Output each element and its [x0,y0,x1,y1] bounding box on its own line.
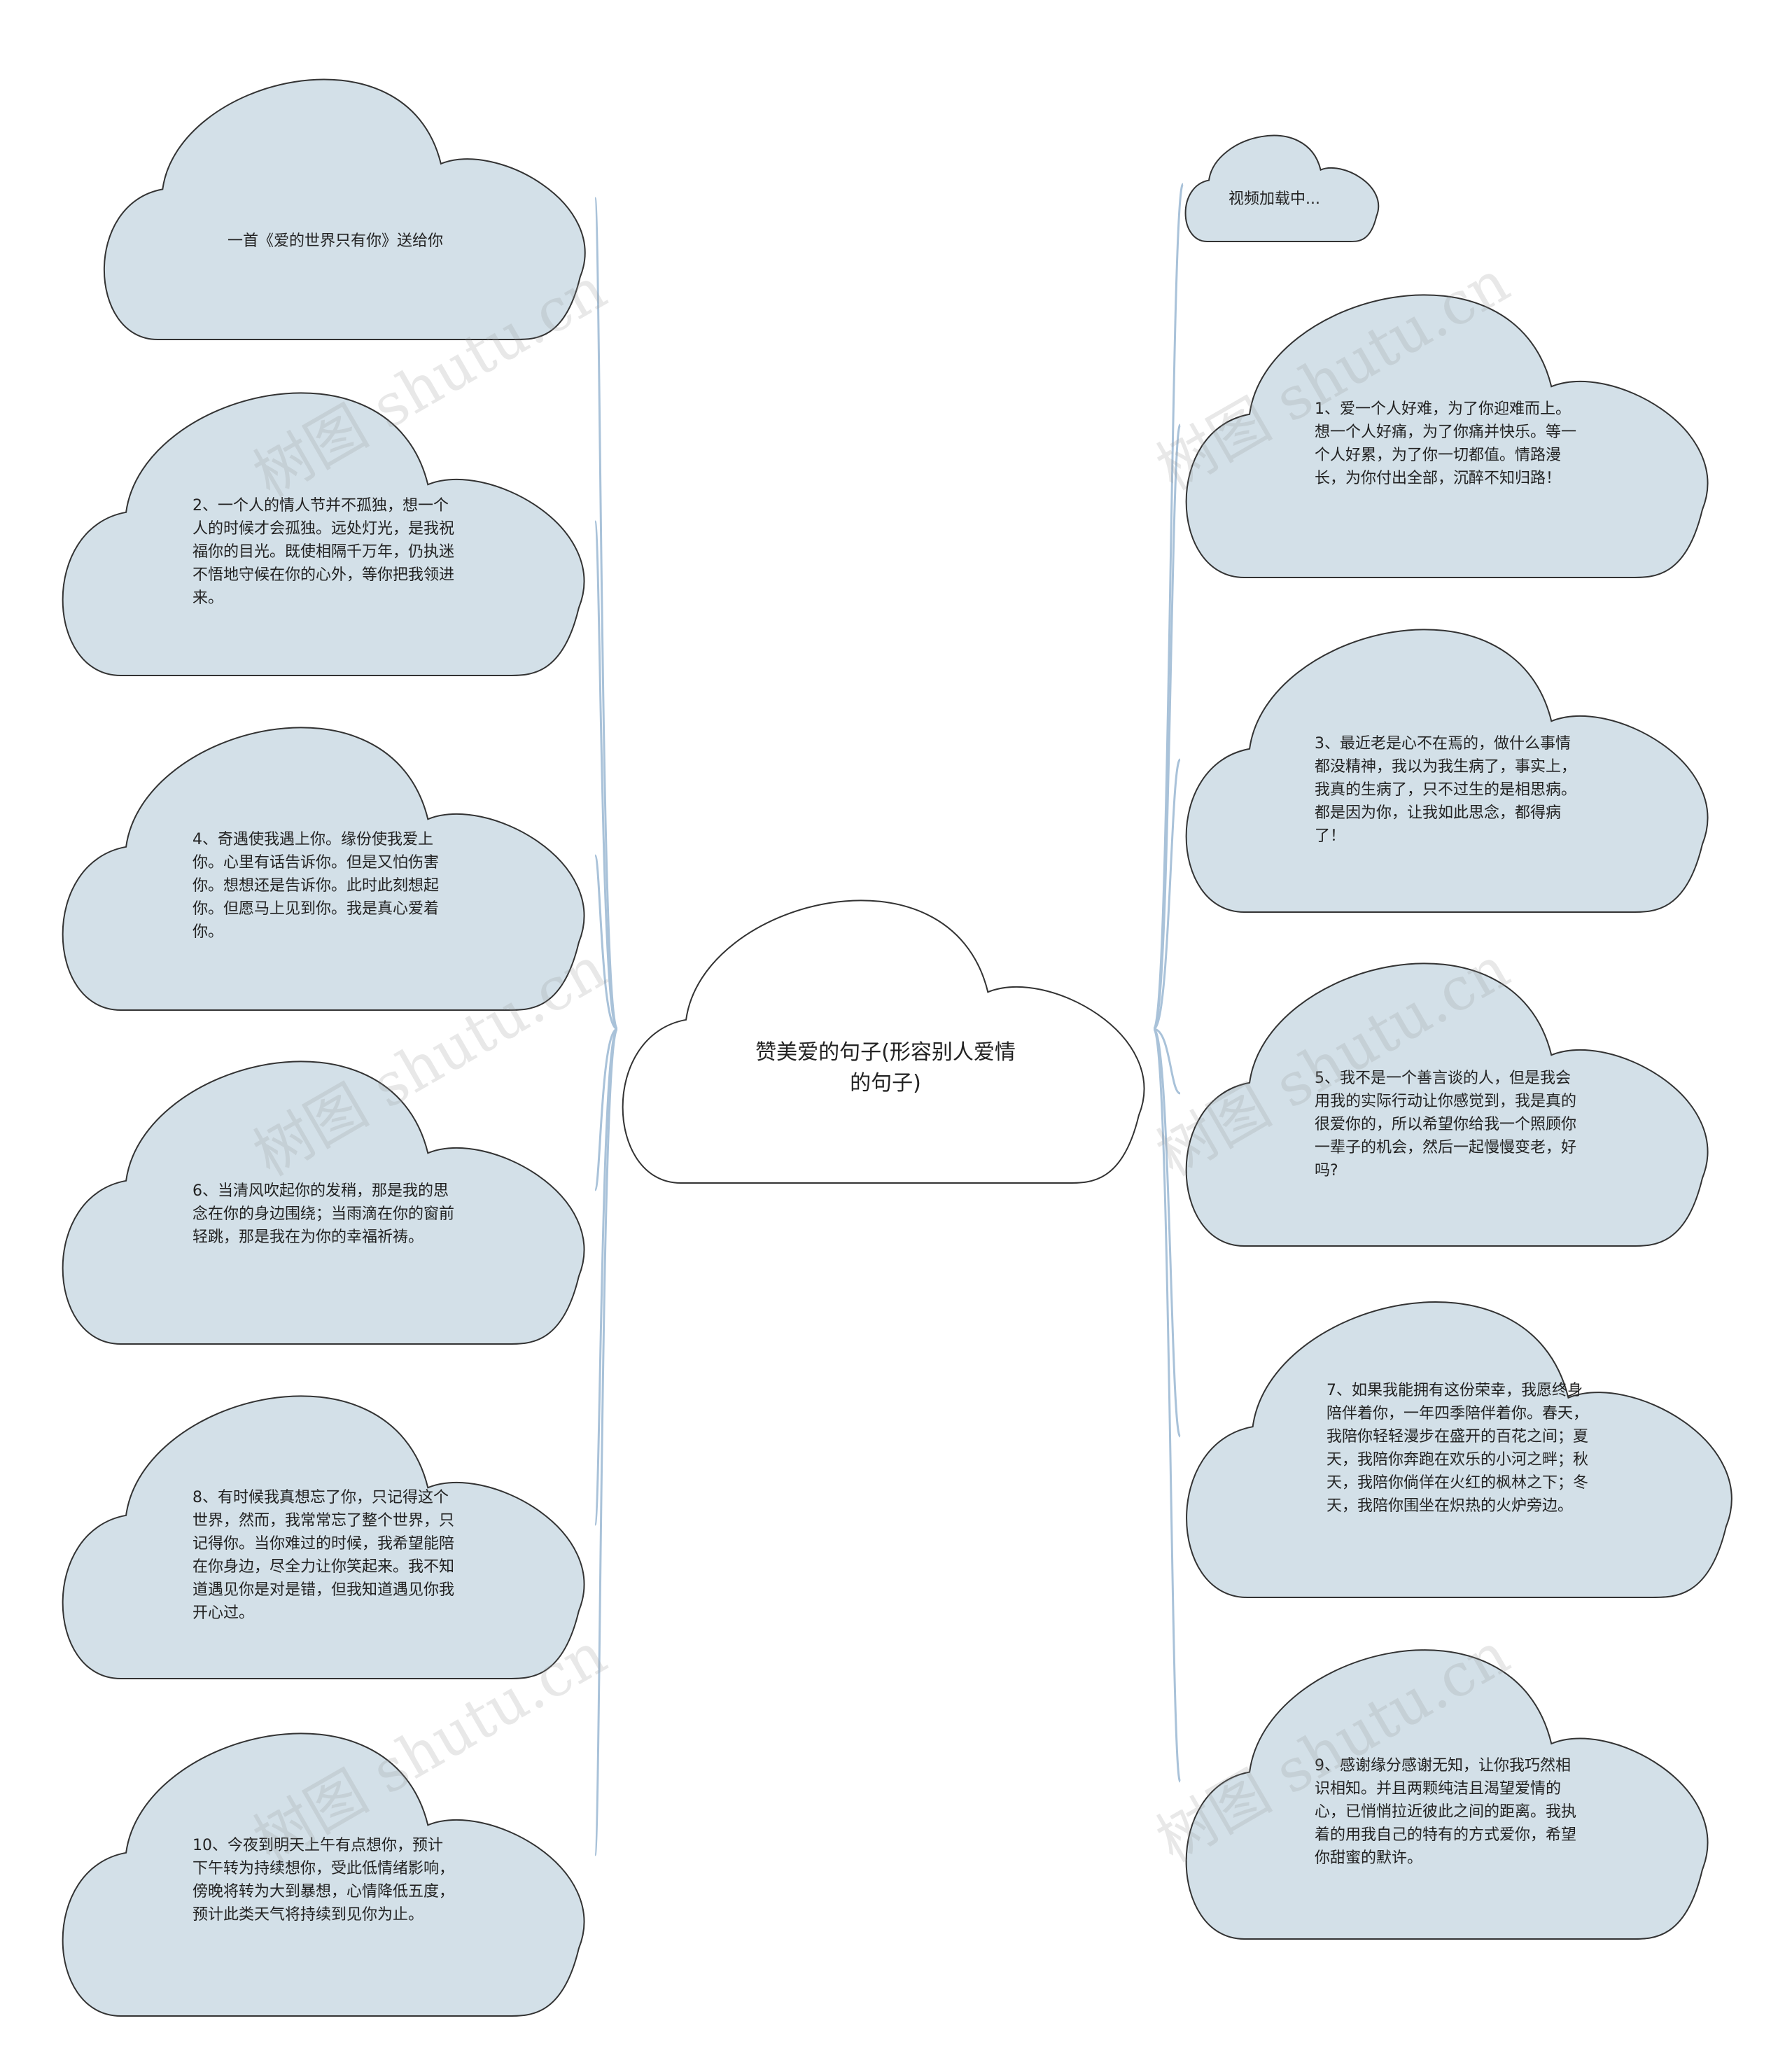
left-node-3-text[interactable]: 4、奇遇使我遇上你。缘份使我爱上你。心里有话告诉你。但是又怕伤害你。想想还是告诉… [192,831,440,941]
left-node-5-shape[interactable] [62,1395,585,1679]
connector-line [1152,183,1184,1030]
connector-line [1152,424,1182,1030]
left-node-4-text[interactable]: 6、当清风吹起你的发稍，那是我的思念在你的身边围绕；当雨滴在你的窗前轻跳，那是我… [192,1182,455,1246]
connector-line [594,197,619,1030]
right-node-3-text[interactable]: 3、最近老是心不在焉的，做什么事情都没精神，我以为我生病了，事实上，我真的生病了… [1315,735,1577,845]
right-node-4-shape[interactable] [1185,962,1709,1247]
left-node-2-shape[interactable] [62,392,585,676]
left-node-6-shape[interactable] [62,1732,585,2017]
connector-line [594,1028,619,1856]
cloud-shapes [62,78,1732,2017]
right-node-2-text[interactable]: 1、爱一个人好难，为了你迎难而上。想一个人好痛，为了你痛并快乐。等一个人好累，为… [1315,400,1577,487]
left-node-5-text[interactable]: 8、有时候我真想忘了你，只记得这个世界，然而，我常常忘了整个世界，只记得你。当你… [192,1489,455,1622]
left-node-6-text[interactable]: 10、今夜到明天上午有点想你，预计下午转为持续想你，受此低情绪影响，傍晚将转为大… [192,1837,455,1924]
left-node-1-shape[interactable] [104,78,586,340]
connector-line [594,1028,618,1191]
right-node-1-shape[interactable] [1184,134,1379,242]
right-node-6-shape[interactable] [1185,1649,1709,1940]
right-node-5-shape[interactable] [1186,1301,1732,1598]
left-node-2-text[interactable]: 2、一个人的情人节并不孤独，想一个人的时候才会孤独。远处灯光，是我祝福你的目光。… [192,497,455,607]
left-node-1-text[interactable]: 一首《爱的世界只有你》送给你 [227,232,444,250]
connector-line [594,1028,619,1526]
right-node-3-shape[interactable] [1185,629,1709,913]
center-node-shape[interactable] [622,899,1145,1184]
connector-line [1152,1028,1182,1438]
connector-line [1152,1028,1182,1783]
left-node-4-shape[interactable] [62,1060,585,1345]
connector-line [1152,758,1182,1030]
right-node-4-text[interactable]: 5、我不是一个善言谈的人，但是我会用我的实际行动让你感觉到，我是真的很爱你的，所… [1315,1070,1577,1180]
connector-lines [594,183,1184,1856]
right-node-2-shape[interactable] [1185,294,1709,578]
connector-line [1153,1028,1181,1095]
right-node-6-text[interactable]: 9、感谢缘分感谢无知，让你我巧然相识相知。并且两颗纯洁且渴望爱情的心，已悄悄拉近… [1315,1757,1577,1867]
left-node-3-shape[interactable] [62,727,585,1011]
right-node-5-text[interactable]: 7、如果我能拥有这份荣幸，我愿终身陪伴着你，一年四季陪伴着你。春天，我陪你轻轻漫… [1326,1382,1589,1515]
center-node-label[interactable]: 赞美爱的句子(形容别人爱情的句子) [755,1040,1016,1096]
connector-line [594,520,619,1030]
connector-line [594,854,618,1030]
right-node-1-text[interactable]: 视频加载中... [1228,190,1320,208]
